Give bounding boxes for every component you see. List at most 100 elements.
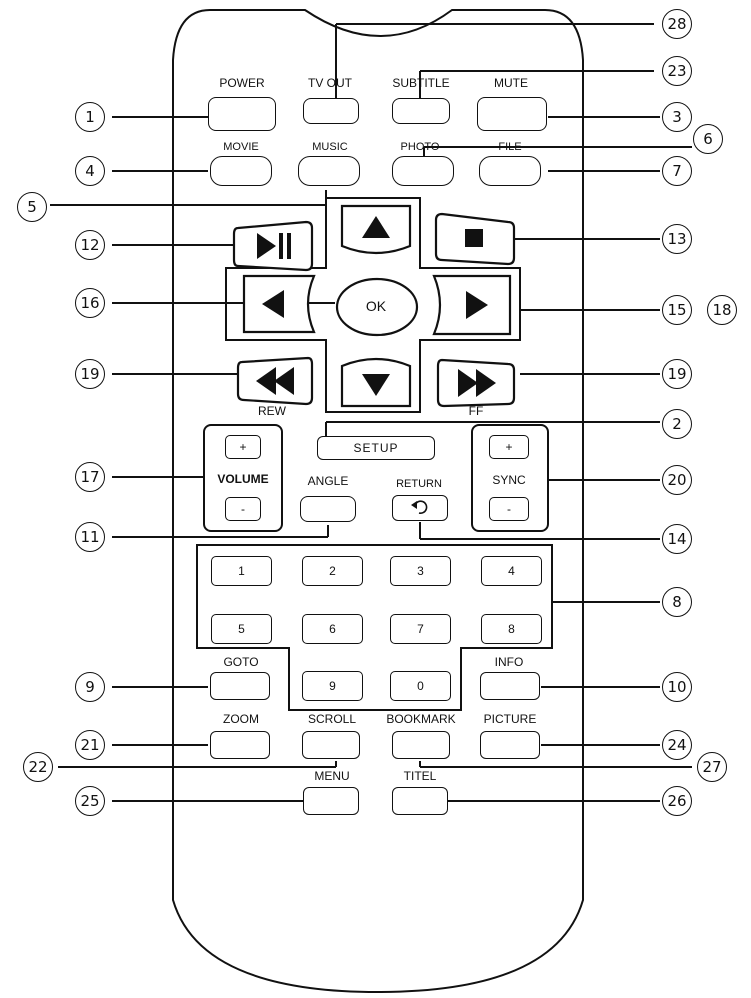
fast-forward-icon — [458, 369, 496, 397]
music-label: MUSIC — [312, 141, 348, 153]
up-arrow-icon — [362, 216, 390, 238]
num-5-button[interactable]: 5 — [211, 614, 272, 644]
up-button[interactable] — [338, 200, 414, 262]
num-4-button[interactable]: 4 — [481, 556, 542, 586]
return-button[interactable] — [392, 495, 448, 521]
callout-8: 8 — [662, 587, 692, 617]
return-label: RETURN — [396, 478, 442, 490]
angle-label: ANGLE — [307, 474, 349, 488]
ok-label: OK — [365, 298, 387, 314]
callout-23: 23 — [662, 56, 692, 86]
num-3-button[interactable]: 3 — [390, 556, 451, 586]
callout-15: 15 — [662, 295, 692, 325]
info-label: INFO — [494, 655, 524, 669]
setup-label: SETUP — [353, 441, 399, 455]
menu-button[interactable] — [303, 787, 359, 815]
tv-out-label: TV OUT — [308, 76, 352, 90]
callout-3: 3 — [662, 102, 692, 132]
movie-label: MOVIE — [223, 141, 259, 153]
stop-icon — [465, 229, 483, 247]
callout-21: 21 — [75, 730, 105, 760]
down-button[interactable] — [338, 350, 414, 412]
rew-label: REW — [258, 404, 286, 418]
subtitle-button[interactable] — [392, 98, 450, 124]
callout-19-right: 19 — [662, 359, 692, 389]
callout-16: 16 — [75, 288, 105, 318]
callout-14: 14 — [662, 524, 692, 554]
sync-group-frame — [471, 424, 549, 532]
callout-5: 5 — [17, 192, 47, 222]
goto-label: GOTO — [223, 655, 259, 669]
callout-10: 10 — [662, 672, 692, 702]
mute-label: MUTE — [494, 76, 528, 90]
file-button[interactable] — [479, 156, 541, 186]
dpad-cross-frame — [225, 197, 521, 413]
num-1-button[interactable]: 1 — [211, 556, 272, 586]
subtitle-label: SUBTITLE — [392, 76, 450, 90]
movie-button[interactable] — [210, 156, 272, 186]
return-arrow-icon — [411, 500, 428, 514]
power-label: POWER — [219, 76, 265, 90]
callout-13: 13 — [662, 224, 692, 254]
numpad-group-frame — [196, 544, 553, 711]
callout-9: 9 — [75, 672, 105, 702]
goto-button[interactable] — [210, 672, 270, 700]
sync-label: SYNC — [492, 473, 526, 487]
zoom-button[interactable] — [210, 731, 270, 759]
sync-plus-button[interactable]: + — [489, 435, 529, 459]
callout-12: 12 — [75, 230, 105, 260]
right-arrow-icon — [466, 291, 488, 319]
power-button[interactable] — [208, 97, 276, 131]
left-button[interactable] — [240, 272, 320, 336]
callout-18: 18 — [707, 295, 737, 325]
ok-button[interactable] — [334, 276, 420, 338]
angle-button[interactable] — [300, 496, 356, 522]
bookmark-label: BOOKMARK — [386, 712, 456, 726]
music-button[interactable] — [298, 156, 360, 186]
num-7-button[interactable]: 7 — [390, 614, 451, 644]
callout-25: 25 — [75, 786, 105, 816]
num-6-button[interactable]: 6 — [302, 614, 363, 644]
stop-button[interactable] — [434, 212, 516, 268]
ff-label: FF — [468, 404, 484, 418]
callout-20: 20 — [662, 465, 692, 495]
volume-label: VOLUME — [217, 472, 269, 486]
picture-label: PICTURE — [483, 712, 537, 726]
volume-down-button[interactable]: - — [225, 497, 261, 521]
picture-button[interactable] — [480, 731, 540, 759]
remote-outline — [172, 9, 584, 994]
menu-label: MENU — [314, 769, 350, 783]
scroll-button[interactable] — [302, 731, 360, 759]
left-arrow-icon — [262, 290, 284, 318]
rewind-icon — [256, 367, 294, 395]
info-button[interactable] — [480, 672, 540, 700]
tv-out-button[interactable] — [303, 98, 359, 124]
callout-22: 22 — [23, 752, 53, 782]
rewind-button[interactable] — [236, 356, 314, 406]
callout-28: 28 — [662, 9, 692, 39]
callout-11: 11 — [75, 522, 105, 552]
photo-button[interactable] — [392, 156, 454, 186]
mute-button[interactable] — [477, 97, 547, 131]
num-2-button[interactable]: 2 — [302, 556, 363, 586]
num-9-button[interactable]: 9 — [302, 671, 363, 701]
callout-24: 24 — [662, 730, 692, 760]
num-8-button[interactable]: 8 — [481, 614, 542, 644]
setup-button[interactable]: SETUP — [317, 436, 435, 460]
sync-minus-button[interactable]: - — [489, 497, 529, 521]
play-pause-button[interactable] — [232, 220, 314, 272]
num-0-button[interactable]: 0 — [390, 671, 451, 701]
down-arrow-icon — [362, 374, 390, 396]
callout-26: 26 — [662, 786, 692, 816]
bookmark-button[interactable] — [392, 731, 450, 759]
titel-button[interactable] — [392, 787, 448, 815]
volume-up-button[interactable]: + — [225, 435, 261, 459]
right-button[interactable] — [430, 272, 514, 338]
callout-2: 2 — [662, 409, 692, 439]
callout-27: 27 — [697, 752, 727, 782]
fast-forward-button[interactable] — [436, 358, 516, 408]
callout-6: 6 — [693, 124, 723, 154]
photo-label: PHOTO — [400, 141, 440, 153]
play-pause-icon — [257, 233, 276, 259]
